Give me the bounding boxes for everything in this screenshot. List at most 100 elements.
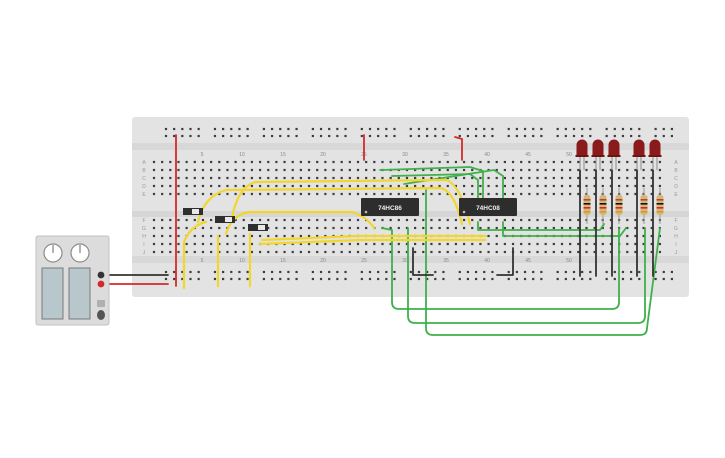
- hole: [585, 250, 588, 254]
- hole: [414, 226, 417, 230]
- resistor[interactable]: [656, 188, 664, 224]
- hole: [267, 160, 270, 164]
- hole: [397, 250, 400, 254]
- hole: [307, 250, 311, 254]
- hole: [340, 168, 343, 172]
- rail-hole: [189, 277, 192, 281]
- column-number: 40: [484, 152, 490, 158]
- hole: [642, 234, 645, 238]
- hole: [218, 192, 221, 196]
- hole: [275, 192, 278, 196]
- rail-hole: [238, 127, 241, 131]
- hole: [381, 192, 384, 196]
- rail-divider-bottom: [132, 256, 689, 263]
- hole: [299, 218, 302, 222]
- green-wires[interactable]: [379, 166, 661, 336]
- red-wires[interactable]: [103, 134, 463, 287]
- hole: [242, 192, 245, 196]
- led[interactable]: [591, 139, 605, 170]
- hole: [528, 168, 531, 172]
- power-switch[interactable]: [97, 310, 105, 320]
- resistor[interactable]: [615, 188, 623, 224]
- rail-hole: [311, 270, 314, 274]
- hole: [234, 192, 237, 196]
- hole: [544, 184, 547, 188]
- hole: [593, 250, 596, 254]
- hole: [577, 192, 580, 196]
- rail-hole: [295, 127, 298, 131]
- rail-hole: [328, 277, 331, 281]
- rail-hole: [581, 127, 584, 131]
- hole: [471, 176, 474, 180]
- rail-hole: [515, 277, 518, 281]
- hole: [365, 250, 368, 254]
- rail-hole: [613, 270, 616, 274]
- hole: [299, 192, 302, 196]
- positive-terminal[interactable]: [97, 280, 105, 288]
- chip-label: 74HC86: [378, 205, 402, 212]
- slide-switch[interactable]: [215, 216, 235, 223]
- chip-74hc08[interactable]: 74HC08: [459, 198, 517, 216]
- hole: [381, 250, 384, 254]
- dc-power-supply-icon[interactable]: [35, 235, 110, 326]
- black-wires[interactable]: [412, 169, 654, 277]
- rail-hole: [197, 270, 200, 274]
- hole: [307, 176, 311, 180]
- hole: [438, 192, 441, 196]
- hole: [324, 192, 327, 196]
- hole: [185, 168, 188, 172]
- slide-switch[interactable]: [183, 208, 203, 215]
- hole: [495, 184, 498, 188]
- hole: [560, 242, 564, 246]
- resistor[interactable]: [583, 188, 591, 224]
- hole: [177, 218, 180, 222]
- hole: [650, 226, 653, 230]
- led[interactable]: [648, 139, 662, 170]
- hole: [348, 184, 351, 188]
- hole: [577, 184, 580, 188]
- chip-74hc86[interactable]: 74HC86: [361, 198, 419, 216]
- hole: [267, 168, 270, 172]
- hole: [552, 250, 555, 254]
- hole: [210, 160, 213, 164]
- green-wire: [407, 227, 646, 324]
- resistors[interactable]: [583, 188, 664, 224]
- rail-hole: [222, 134, 225, 138]
- leds[interactable]: [575, 139, 662, 170]
- rail-hole: [360, 277, 363, 281]
- slide-switch[interactable]: [248, 224, 268, 231]
- led[interactable]: [607, 139, 621, 170]
- hole: [152, 176, 156, 180]
- led[interactable]: [575, 139, 589, 170]
- rail-hole: [279, 127, 282, 131]
- hole: [462, 184, 466, 188]
- resistor[interactable]: [640, 188, 648, 224]
- hole: [536, 218, 539, 222]
- hole: [650, 192, 653, 196]
- hole: [218, 242, 221, 246]
- hole: [536, 184, 539, 188]
- resistor[interactable]: [599, 188, 607, 224]
- row-letter: H: [674, 234, 678, 240]
- black-wire: [496, 247, 514, 276]
- hole: [381, 242, 384, 246]
- hole: [193, 218, 196, 222]
- yellow-wires[interactable]: [182, 178, 488, 290]
- hole: [210, 226, 213, 230]
- hole: [462, 226, 466, 230]
- hole: [161, 160, 164, 164]
- hole: [520, 242, 523, 246]
- negative-terminal[interactable]: [97, 271, 105, 279]
- hole: [536, 242, 539, 246]
- rail-hole: [564, 270, 567, 274]
- led[interactable]: [632, 139, 646, 170]
- rail-hole: [654, 270, 657, 274]
- hole: [193, 176, 196, 180]
- hole: [471, 192, 474, 196]
- hole: [397, 184, 400, 188]
- rail-hole: [377, 134, 380, 138]
- hole: [291, 168, 294, 172]
- hole: [552, 242, 555, 246]
- hole: [299, 234, 302, 238]
